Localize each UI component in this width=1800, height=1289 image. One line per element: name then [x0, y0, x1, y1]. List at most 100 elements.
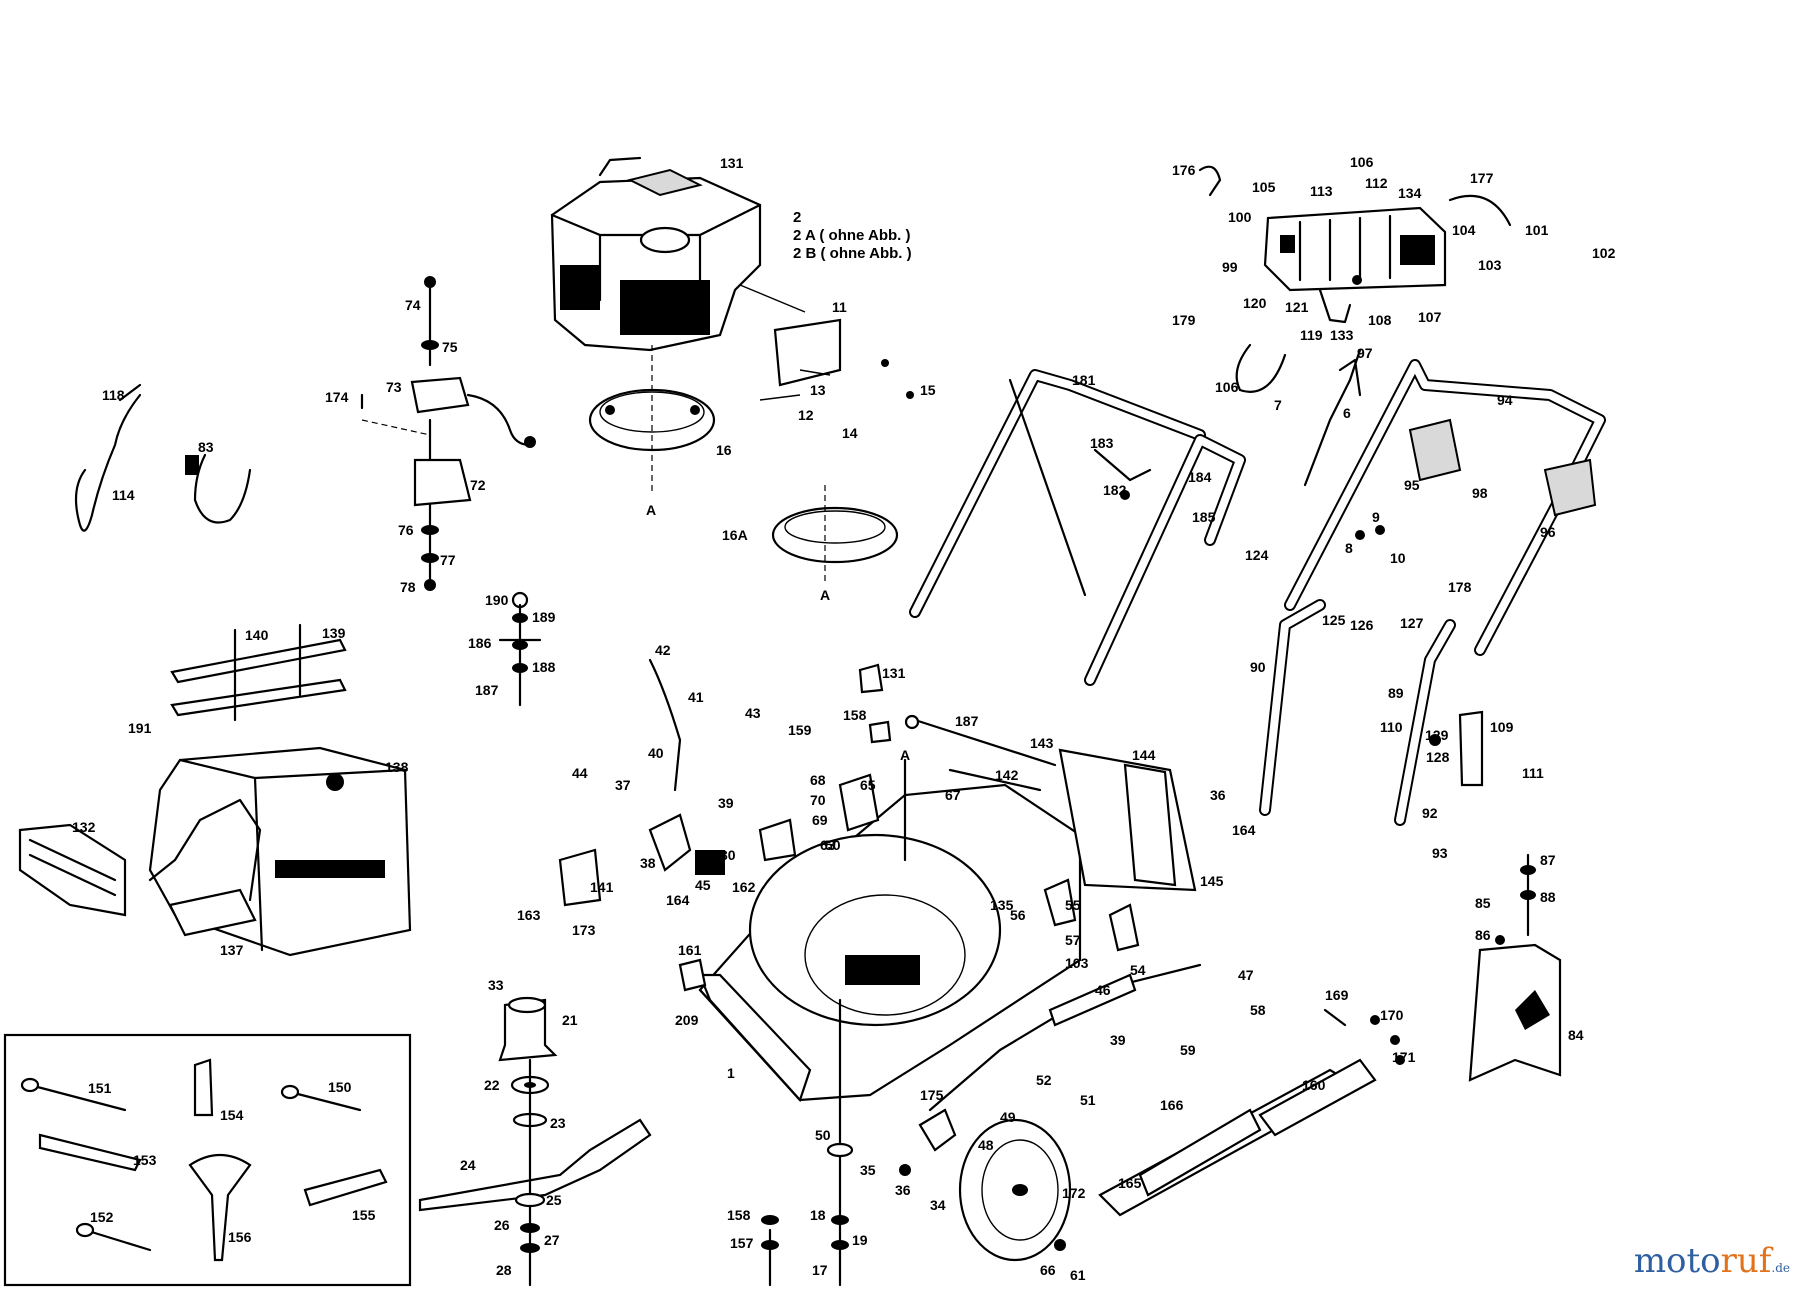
motoruf-watermark: motoruf.de — [1634, 1241, 1790, 1281]
part-number: 69 — [812, 812, 828, 828]
part-number: 100 — [1228, 209, 1252, 225]
engine-assembly — [550, 156, 914, 585]
part-number: 9 — [1372, 509, 1380, 525]
part-number: 127 — [1400, 615, 1424, 631]
part-number: 38 — [640, 855, 656, 871]
part-number: 36 — [895, 1182, 911, 1198]
rear-roller-assembly — [1098, 1008, 1405, 1217]
part-number: 173 — [572, 922, 596, 938]
section-label-a-deck: A — [900, 747, 910, 763]
part-number: 65 — [860, 777, 876, 793]
part-number: 131 — [882, 665, 906, 681]
part-number: 174 — [325, 389, 349, 405]
part-number: 44 — [572, 765, 588, 781]
part-number: 57 — [1065, 932, 1081, 948]
part-number: 182 — [1103, 482, 1127, 498]
part-number: 61 — [1070, 1267, 1086, 1283]
part-number: 119 — [1300, 327, 1323, 343]
part-number: 46 — [1095, 982, 1111, 998]
part-number: 72 — [470, 477, 486, 493]
part-number: 16 — [716, 442, 732, 458]
part-number: 26 — [494, 1217, 510, 1233]
upper-handle-assembly — [909, 369, 1246, 686]
part-number: 78 — [400, 579, 416, 595]
part-number: 159 — [788, 722, 812, 738]
part-number: 114 — [112, 487, 135, 503]
part-number: 94 — [1497, 392, 1513, 408]
part-number: 8 — [1345, 540, 1353, 556]
part-number: 125 — [1322, 612, 1346, 628]
part-number: 129 — [1425, 727, 1449, 743]
part-number: 111 — [1522, 765, 1544, 781]
part-number: 107 — [1418, 309, 1442, 325]
part-number: 48 — [978, 1137, 994, 1153]
part-number: 106 — [1215, 379, 1239, 395]
part-number: 126 — [1350, 617, 1374, 633]
part-number: 47 — [1238, 967, 1254, 983]
part-number: 187 — [475, 682, 499, 698]
part-number: 121 — [1285, 299, 1309, 315]
part-number: 170 — [1380, 1007, 1404, 1023]
lower-handle-assembly — [1259, 348, 1606, 826]
part-number: 162 — [732, 879, 756, 895]
part-number: 108 — [1368, 312, 1392, 328]
part-number: 51 — [1080, 1092, 1096, 1108]
part-number: 21 — [562, 1012, 578, 1028]
part-number: 133 — [1330, 327, 1354, 343]
part-number: 160 — [1302, 1077, 1326, 1093]
part-number: 59 — [1180, 1042, 1196, 1058]
part-number: 135 — [990, 897, 1014, 913]
part-number: 138 — [385, 759, 409, 775]
part-number: 155 — [352, 1207, 376, 1223]
part-number: 86 — [1475, 927, 1491, 943]
section-label-a-engine: A — [646, 502, 656, 518]
part-number: 158 — [843, 707, 867, 723]
part-number: 15 — [920, 382, 936, 398]
part-number: 93 — [1432, 845, 1448, 861]
part-number: 183 — [1090, 435, 1114, 451]
part-number: 209 — [675, 1012, 699, 1028]
part-number: 45 — [695, 877, 711, 893]
section-label-a-ring: A — [820, 587, 830, 603]
part-number: 189 — [532, 609, 556, 625]
part-number: 98 — [1472, 485, 1488, 501]
engine-note-2a: 2 A ( ohne Abb. ) — [793, 227, 911, 244]
part-number: 132 — [72, 819, 96, 835]
part-number: 171 — [1392, 1049, 1416, 1065]
part-number: 84 — [1568, 1027, 1584, 1043]
part-number: 36 — [1210, 787, 1226, 803]
part-number: 150 — [328, 1079, 352, 1095]
part-number: 109 — [1490, 719, 1514, 735]
part-number: 186 — [468, 635, 492, 651]
part-number: 134 — [1398, 185, 1422, 201]
part-number: 144 — [1132, 747, 1156, 763]
watermark-part-1: moto — [1633, 1241, 1721, 1281]
part-number: 89 — [1388, 685, 1404, 701]
part-number: 165 — [1118, 1175, 1142, 1191]
part-number: 152 — [90, 1209, 114, 1225]
engine-note-2b: 2 B ( ohne Abb. ) — [793, 245, 912, 262]
part-number: 112 — [1365, 175, 1388, 191]
part-number: 103 — [1065, 955, 1089, 971]
part-number: 156 — [228, 1229, 252, 1245]
part-number: 164 — [666, 892, 690, 908]
part-number: 22 — [484, 1077, 500, 1093]
part-number: 40 — [648, 745, 664, 761]
watermark-part-3: .de — [1771, 1261, 1790, 1275]
part-number: 137 — [220, 942, 244, 958]
watermark-part-2: ruf — [1720, 1241, 1772, 1281]
mower-deck-assembly — [558, 658, 1197, 1103]
part-number: 118 — [102, 387, 125, 403]
part-number: 75 — [442, 339, 458, 355]
part-number: 120 — [1243, 295, 1267, 311]
part-number: 39 — [1110, 1032, 1126, 1048]
part-number: 24 — [460, 1157, 476, 1173]
part-number: 35 — [860, 1162, 876, 1178]
part-number: 12 — [798, 407, 814, 423]
part-number: 90 — [1250, 659, 1266, 675]
part-number: 43 — [745, 705, 761, 721]
part-number: 177 — [1470, 170, 1494, 186]
part-number: 188 — [532, 659, 556, 675]
part-number: 27 — [544, 1232, 560, 1248]
part-number: 105 — [1252, 179, 1276, 195]
